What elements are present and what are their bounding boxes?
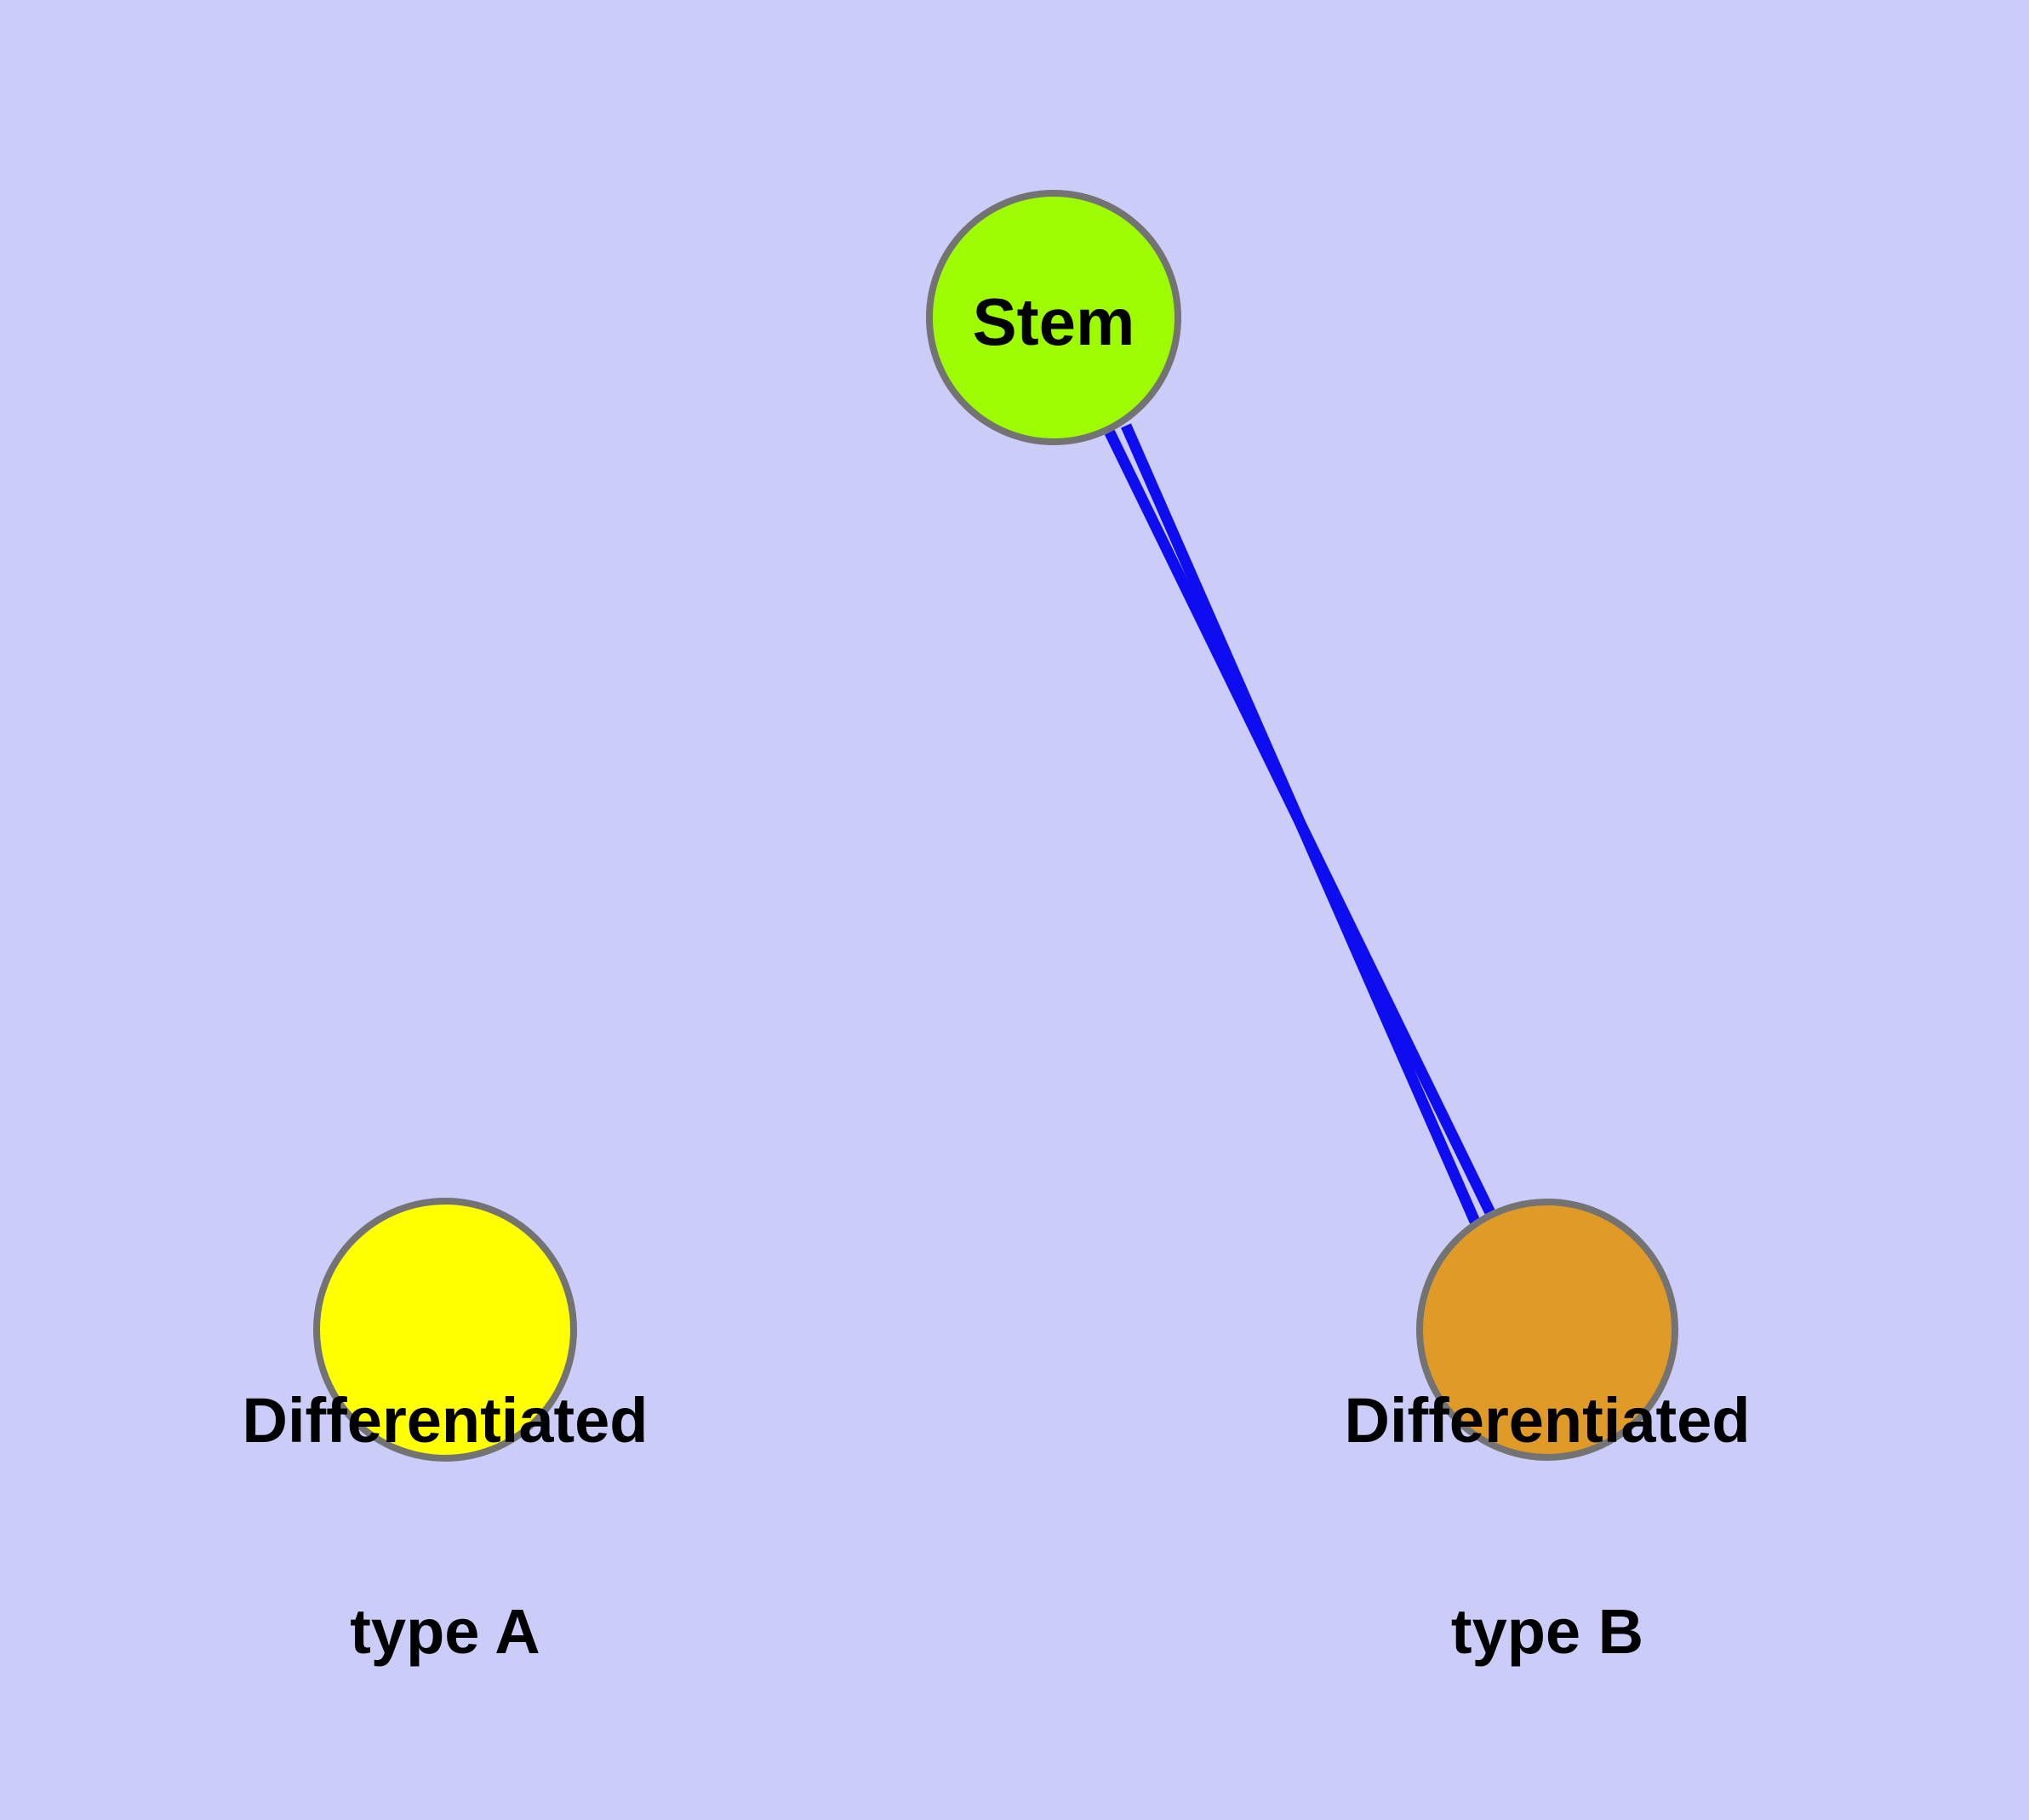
node-stem[interactable] bbox=[926, 190, 1181, 445]
node-differentiated-type-b[interactable] bbox=[1416, 1199, 1678, 1461]
node-differentiated-type-a[interactable] bbox=[313, 1198, 577, 1462]
edge-stem-to-diff-b[interactable] bbox=[1121, 423, 1480, 1224]
